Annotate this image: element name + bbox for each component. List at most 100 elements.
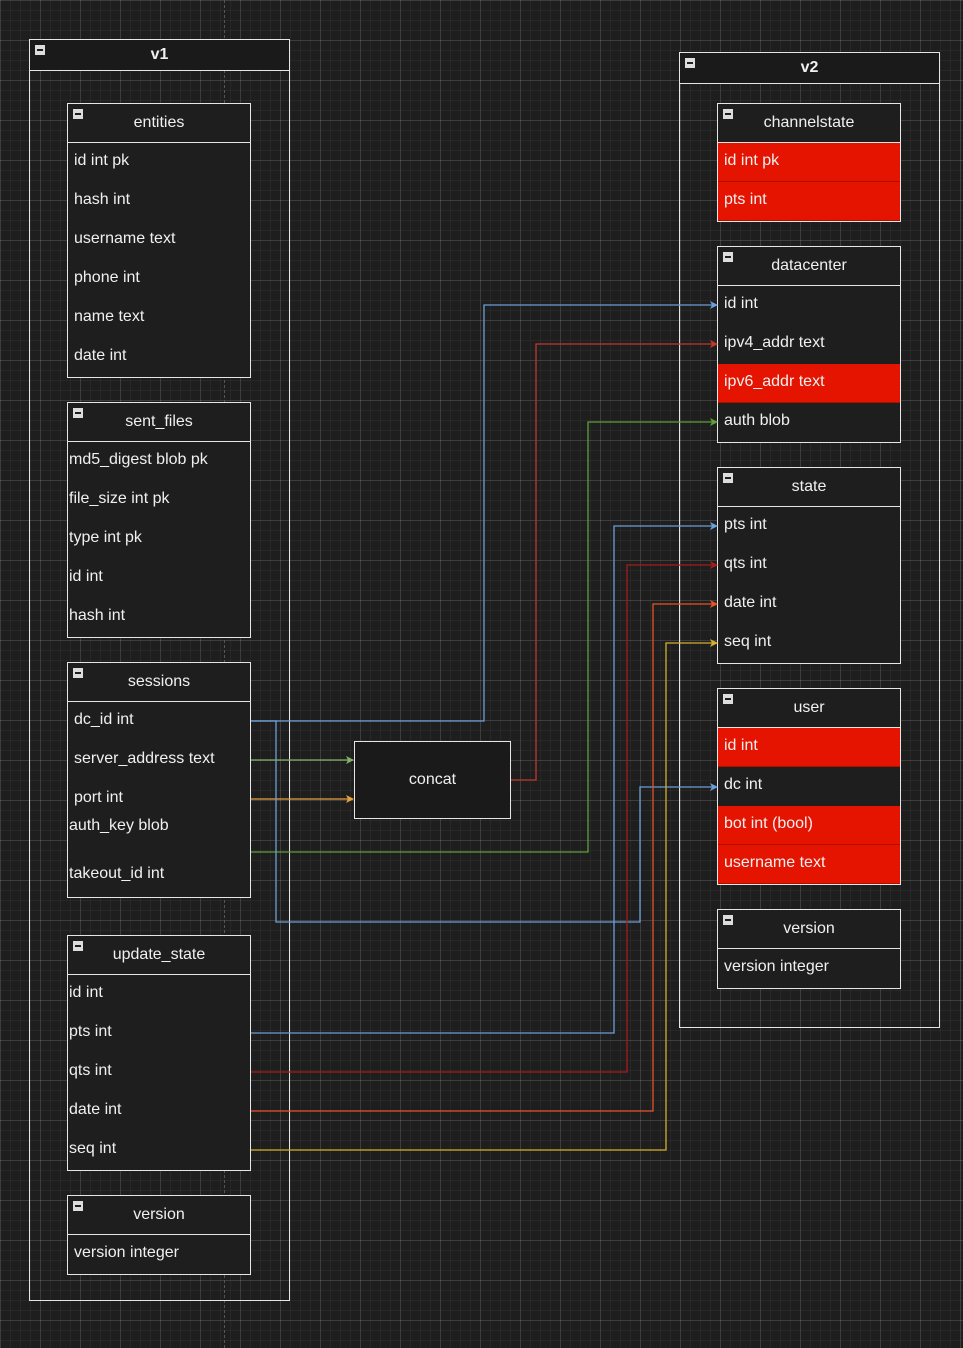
table-header[interactable]: version [68,1196,250,1235]
table-header[interactable]: channelstate [718,104,900,143]
table-row[interactable]: pts int [68,1014,250,1053]
table-row[interactable]: hash int [68,182,250,221]
table-row[interactable]: md5_digest blob pk [68,442,250,481]
table-update-state[interactable]: update_state id int pts int qts int date… [67,935,251,1171]
table-row[interactable]: port int [68,780,250,819]
table-datacenter[interactable]: datacenter id int ipv4_addr text ipv6_ad… [717,246,901,443]
table-title: entities [133,114,185,131]
field-label: type int pk [69,529,142,546]
field-label: qts int [69,1062,112,1079]
field-label: username text [74,230,176,247]
field-label: name text [74,308,145,325]
minus-square-icon[interactable] [35,45,45,55]
table-header[interactable]: entities [68,104,250,143]
container-v2[interactable]: v2 [679,52,940,1028]
table-title: sessions [127,673,191,690]
table-row[interactable]: version integer [68,1235,250,1274]
table-title: state [791,478,827,495]
link-seq-to-state-seq [251,639,718,1151]
container-v1-header[interactable]: v1 [30,40,289,71]
table-row[interactable]: type int pk [68,520,250,559]
table-row[interactable]: ipv4_addr text [718,325,900,364]
minus-square-icon[interactable] [723,109,733,119]
table-row[interactable]: takeout_id int [68,856,250,895]
minus-square-icon[interactable] [73,408,83,418]
table-header[interactable]: version [718,910,900,949]
table-row[interactable]: version integer [718,949,900,988]
minus-square-icon[interactable] [723,473,733,483]
table-row[interactable]: ipv6_addr text [718,364,900,403]
table-row[interactable]: qts int [68,1053,250,1092]
table-header[interactable]: state [718,468,900,507]
table-sent-files[interactable]: sent_files md5_digest blob pk file_size … [67,402,251,638]
table-entities[interactable]: entities id int pk hash int username tex… [67,103,251,378]
table-version-v2[interactable]: version version integer [717,909,901,989]
minus-square-icon[interactable] [73,1201,83,1211]
table-header[interactable]: sessions [68,663,250,702]
table-title: update_state [112,946,206,963]
link-auth-key-to-auth [251,418,718,853]
table-row[interactable]: id int pk [718,143,900,182]
field-label: pts int [724,191,767,208]
table-row[interactable]: id int [68,559,250,598]
field-label: file_size int pk [69,490,170,507]
table-sessions[interactable]: sessions dc_id int server_address text p… [67,662,251,898]
table-row[interactable]: id int [718,286,900,325]
table-header[interactable]: update_state [68,936,250,975]
table-row[interactable]: username text [718,845,900,884]
minus-square-icon[interactable] [723,694,733,704]
field-label: server_address text [74,750,215,767]
table-row[interactable]: qts int [718,546,900,585]
table-row[interactable]: username text [68,221,250,260]
link-pts-to-state-pts [251,522,718,1034]
table-header[interactable]: datacenter [718,247,900,286]
table-row[interactable]: pts int [718,507,900,546]
table-row[interactable]: id int [68,975,250,1014]
table-row[interactable]: dc_id int [68,702,250,741]
table-row[interactable]: auth_key blob [68,817,250,856]
field-label: id int pk [724,152,780,169]
table-row[interactable]: phone int [68,260,250,299]
field-label: username text [724,854,826,871]
container-title: v1 [150,46,169,63]
field-label: date int [69,1101,122,1118]
table-row[interactable]: dc int [718,767,900,806]
table-channelstate[interactable]: channelstate id int pk pts int [717,103,901,222]
field-label: port int [74,789,123,806]
table-user[interactable]: user id int dc int bot int (bool) userna… [717,688,901,885]
table-row[interactable]: seq int [718,624,900,663]
container-v2-header[interactable]: v2 [680,53,939,84]
table-row[interactable]: pts int [718,182,900,221]
table-row[interactable]: auth blob [718,403,900,442]
table-state[interactable]: state pts int qts int date int seq int [717,467,901,664]
container-v1[interactable]: v1 [29,39,290,1301]
table-header[interactable]: user [718,689,900,728]
table-header[interactable]: sent_files [68,403,250,442]
table-version-v1[interactable]: version version integer [67,1195,251,1275]
table-row[interactable]: hash int [68,598,250,637]
field-label: version integer [74,1244,179,1261]
field-label: phone int [74,269,140,286]
minus-square-icon[interactable] [73,109,83,119]
minus-square-icon[interactable] [685,58,695,68]
table-row[interactable]: bot int (bool) [718,806,900,845]
table-row[interactable]: date int [718,585,900,624]
table-row[interactable]: id int [718,728,900,767]
minus-square-icon[interactable] [723,252,733,262]
table-row[interactable]: id int pk [68,143,250,182]
table-row[interactable]: date int [68,1092,250,1131]
table-row[interactable]: file_size int pk [68,481,250,520]
table-row[interactable]: seq int [68,1131,250,1170]
field-label: id int [724,737,758,754]
field-label: bot int (bool) [724,815,813,832]
table-title: channelstate [763,114,855,131]
minus-square-icon[interactable] [73,941,83,951]
link-qts-to-state-qts [251,561,718,1073]
minus-square-icon[interactable] [723,915,733,925]
minus-square-icon[interactable] [73,668,83,678]
table-row[interactable]: date int [68,338,250,377]
table-row[interactable]: name text [68,299,250,338]
concat-node[interactable]: concat [354,741,511,819]
field-label: version integer [724,958,829,975]
table-row[interactable]: server_address text [68,741,250,780]
